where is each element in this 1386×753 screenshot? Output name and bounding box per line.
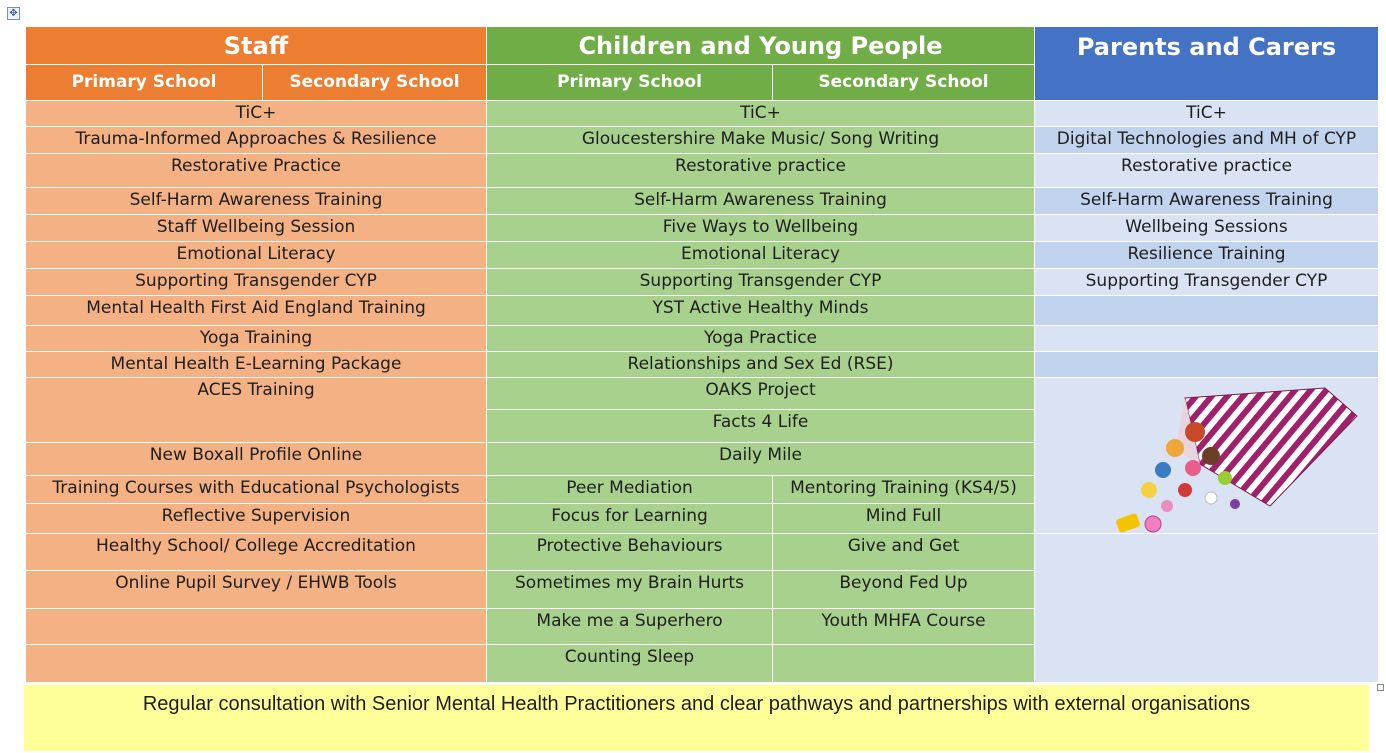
staff-cell bbox=[25, 644, 487, 683]
sweets-bag-image bbox=[1034, 377, 1379, 534]
parents-cell: Supporting Transgender CYP bbox=[1034, 268, 1379, 296]
parents-cell: Restorative practice bbox=[1034, 153, 1379, 188]
staff-cell: Emotional Literacy bbox=[25, 241, 487, 269]
parents-cell: TiC+ bbox=[1034, 100, 1379, 127]
cyp-secondary-cell: Mentoring Training (KS4/5) bbox=[772, 475, 1035, 504]
cyp-cell: TiC+ bbox=[486, 100, 1035, 127]
staff-cell: Mental Health First Aid England Training bbox=[25, 295, 487, 326]
parents-cell bbox=[1034, 295, 1379, 326]
cyp-secondary-cell: Mind Full bbox=[772, 503, 1035, 534]
sweets-bag-illustration bbox=[1116, 387, 1358, 533]
parents-cell: Wellbeing Sessions bbox=[1034, 214, 1379, 242]
cyp-cell: YST Active Healthy Minds bbox=[486, 295, 1035, 326]
cyp-secondary-cell: Give and Get bbox=[772, 533, 1035, 571]
cyp-cell: Facts 4 Life bbox=[486, 409, 1035, 443]
staff-cell: Supporting Transgender CYP bbox=[25, 268, 487, 296]
cyp-primary-cell: Protective Behaviours bbox=[486, 533, 773, 571]
parents-cell bbox=[1034, 351, 1379, 378]
cyp-cell: Self-Harm Awareness Training bbox=[486, 187, 1035, 215]
parents-cell: Digital Technologies and MH of CYP bbox=[1034, 126, 1379, 154]
cyp-cell: OAKS Project bbox=[486, 377, 1035, 410]
table-move-handle-icon[interactable]: ✥ bbox=[7, 7, 20, 20]
cyp-cell: Daily Mile bbox=[486, 442, 1035, 476]
staff-cell: Online Pupil Survey / EHWB Tools bbox=[25, 570, 487, 609]
staff-cell: Yoga Training bbox=[25, 325, 487, 352]
cyp-secondary-subheader: Secondary School bbox=[772, 64, 1035, 101]
cyp-primary-subheader: Primary School bbox=[486, 64, 773, 101]
cyp-secondary-cell: Youth MHFA Course bbox=[772, 608, 1035, 645]
staff-cell: Reflective Supervision bbox=[25, 503, 487, 534]
table-resize-handle[interactable] bbox=[1377, 684, 1384, 691]
staff-cell: Training Courses with Educational Psycho… bbox=[25, 475, 487, 504]
staff-header: Staff bbox=[25, 26, 487, 65]
cyp-cell: Supporting Transgender CYP bbox=[486, 268, 1035, 296]
staff-cell: Restorative Practice bbox=[25, 153, 487, 188]
parents-cell bbox=[1034, 325, 1379, 352]
staff-cell: Mental Health E-Learning Package bbox=[25, 351, 487, 378]
staff-cell: Staff Wellbeing Session bbox=[25, 214, 487, 242]
staff-cell: Healthy School/ College Accreditation bbox=[25, 533, 487, 571]
cyp-primary-cell: Sometimes my Brain Hurts bbox=[486, 570, 773, 609]
cyp-primary-cell: Counting Sleep bbox=[486, 644, 773, 683]
staff-secondary-subheader: Secondary School bbox=[262, 64, 487, 101]
cyp-cell: Gloucestershire Make Music/ Song Writing bbox=[486, 126, 1035, 154]
wellbeing-offer-table: Staff Children and Young People Parents … bbox=[25, 26, 1379, 683]
staff-cell: TiC+ bbox=[25, 100, 487, 127]
cyp-secondary-cell bbox=[772, 644, 1035, 683]
footer-banner: Regular consultation with Senior Mental … bbox=[24, 685, 1369, 751]
cyp-cell: Yoga Practice bbox=[486, 325, 1035, 352]
cyp-cell: Relationships and Sex Ed (RSE) bbox=[486, 351, 1035, 378]
parents-header: Parents and Carers bbox=[1034, 26, 1379, 101]
staff-cell bbox=[25, 608, 487, 645]
paper-bag-shape bbox=[1175, 387, 1358, 507]
cyp-header: Children and Young People bbox=[486, 26, 1035, 65]
staff-cell: Trauma-Informed Approaches & Resilience bbox=[25, 126, 487, 154]
staff-cell: Self-Harm Awareness Training bbox=[25, 187, 487, 215]
cyp-secondary-cell: Beyond Fed Up bbox=[772, 570, 1035, 609]
spilled-sweets bbox=[1116, 422, 1240, 533]
parents-cell: Resilience Training bbox=[1034, 241, 1379, 269]
cyp-cell: Five Ways to Wellbeing bbox=[486, 214, 1035, 242]
parents-cell: Self-Harm Awareness Training bbox=[1034, 187, 1379, 215]
staff-primary-subheader: Primary School bbox=[25, 64, 263, 101]
cyp-primary-cell: Peer Mediation bbox=[486, 475, 773, 504]
cyp-cell: Emotional Literacy bbox=[486, 241, 1035, 269]
cyp-primary-cell: Make me a Superhero bbox=[486, 608, 773, 645]
staff-cell: ACES Training bbox=[25, 377, 487, 443]
cyp-cell: Restorative practice bbox=[486, 153, 1035, 188]
sweet-jars-image bbox=[1034, 533, 1379, 683]
cyp-primary-cell: Focus for Learning bbox=[486, 503, 773, 534]
staff-cell: New Boxall Profile Online bbox=[25, 442, 487, 476]
